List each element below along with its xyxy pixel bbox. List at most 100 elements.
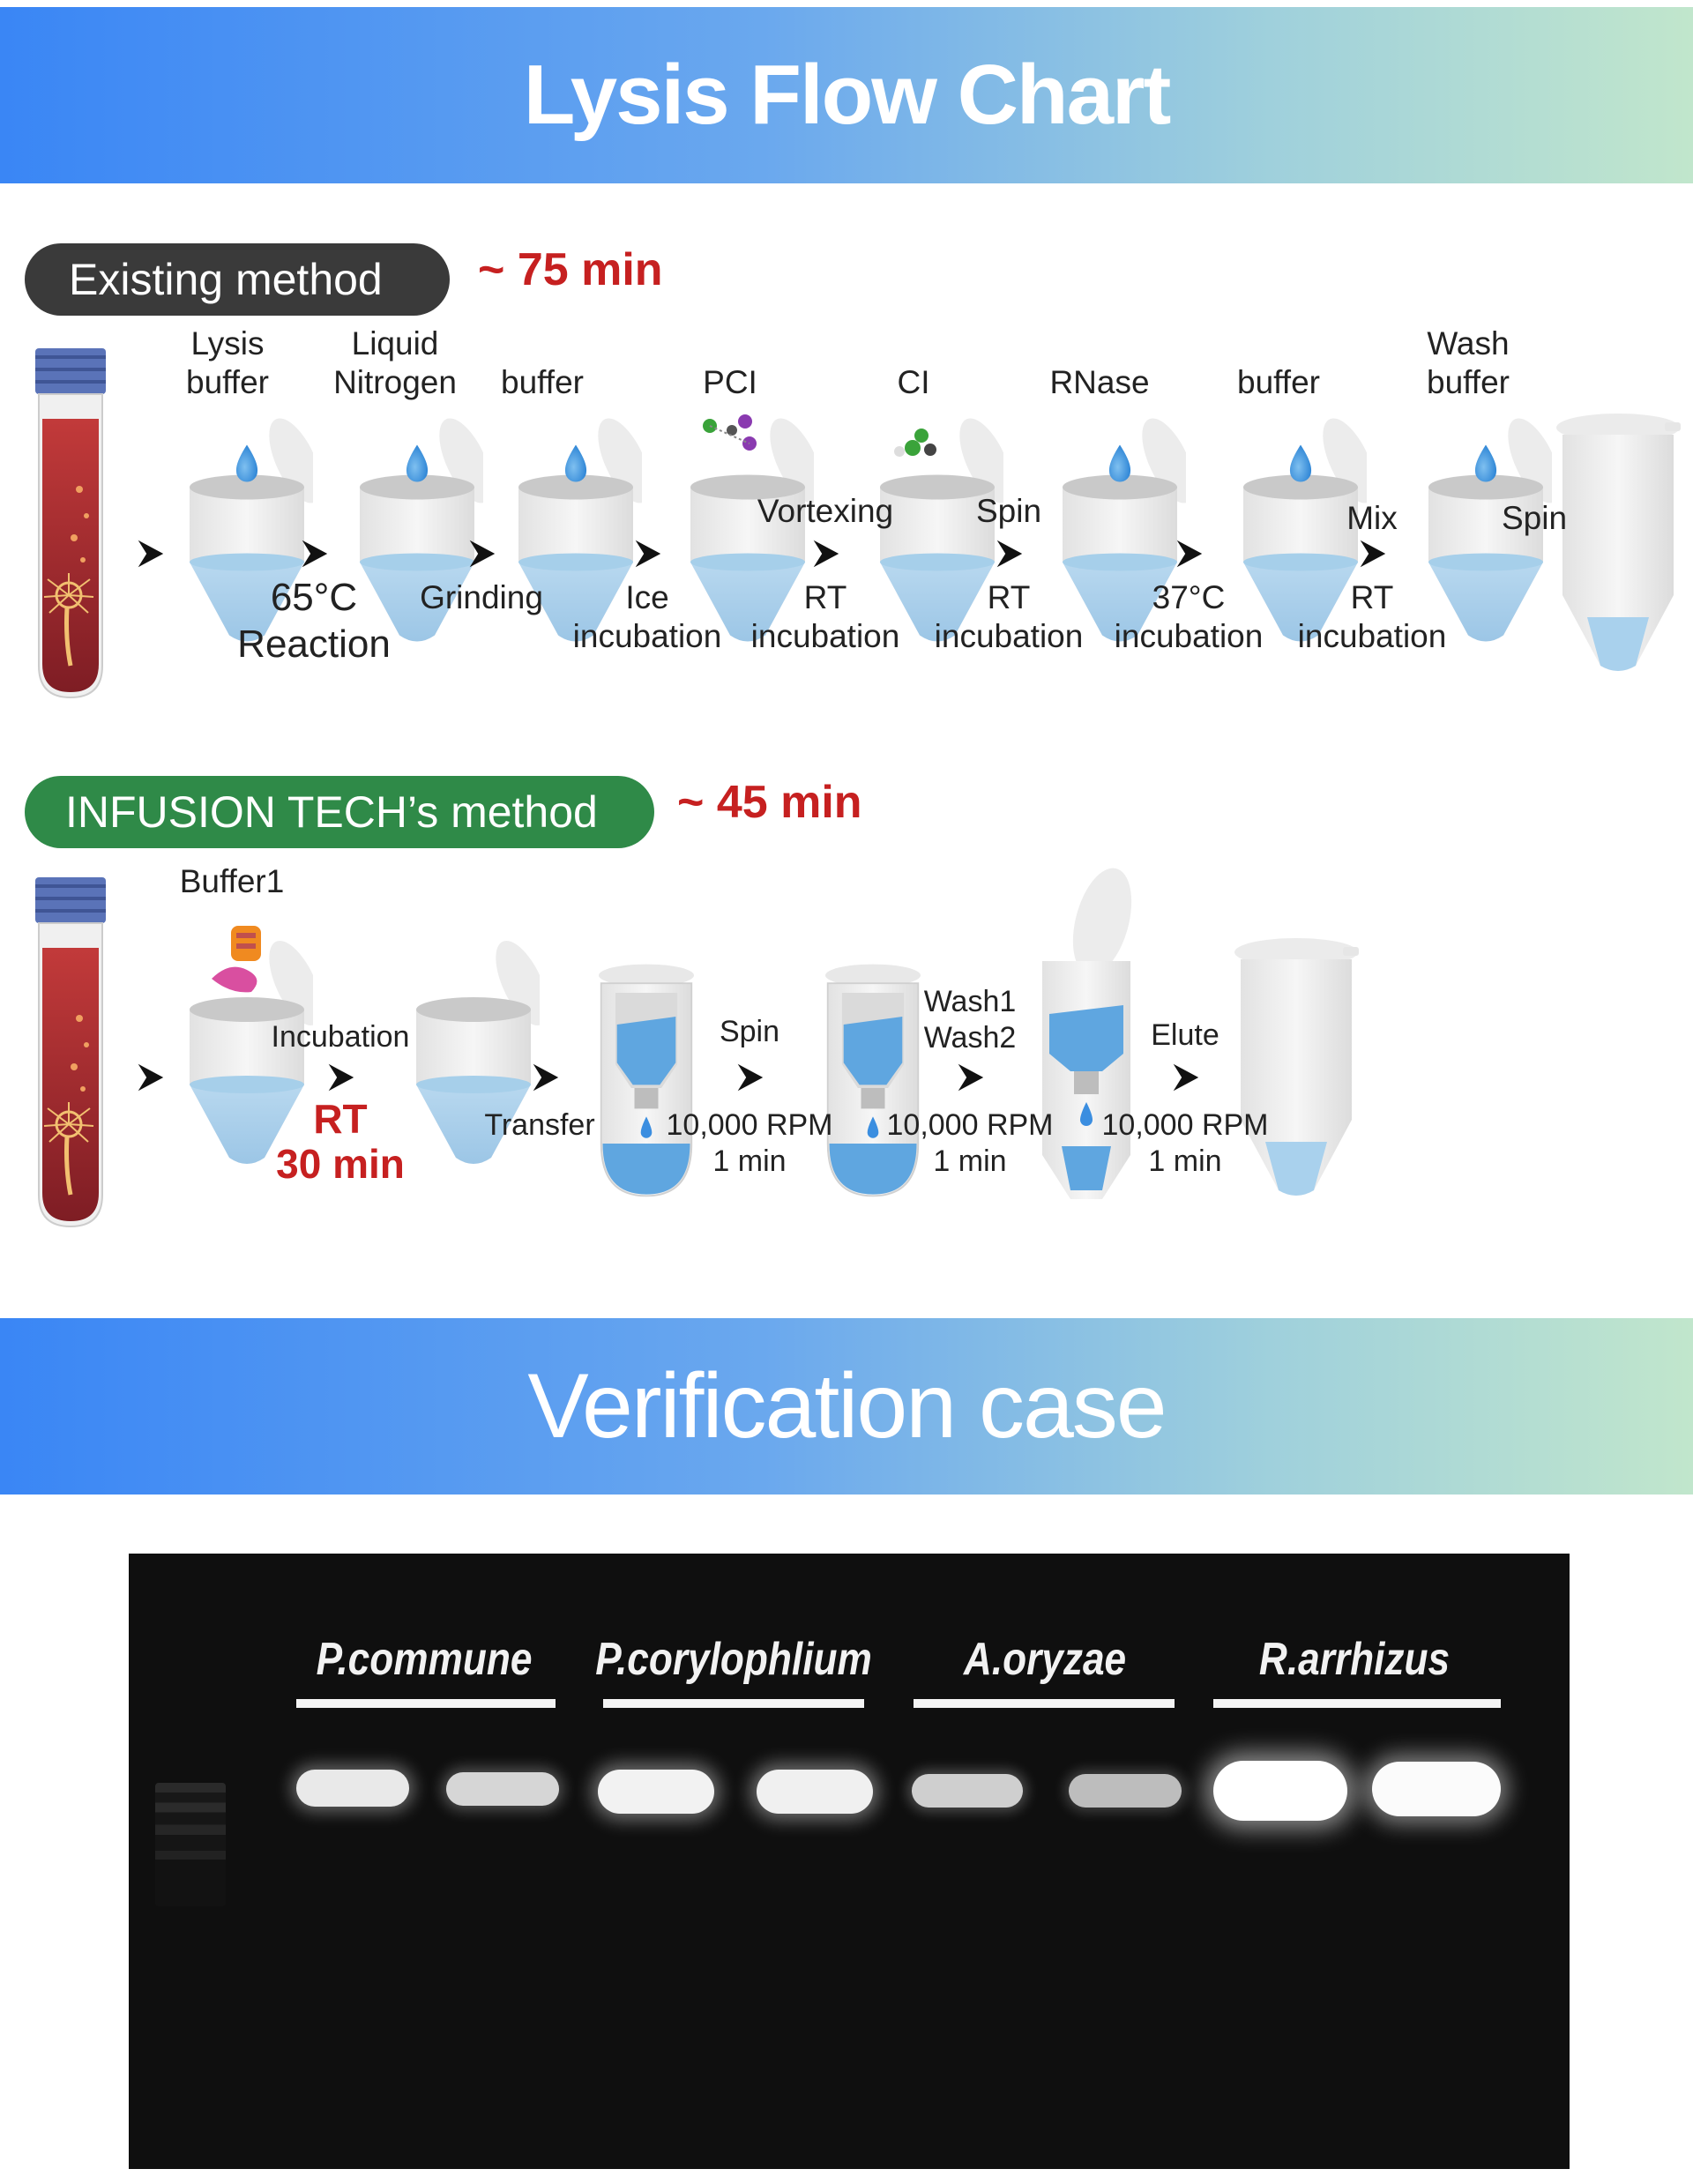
arrow-icon	[1172, 537, 1205, 570]
step-rt-incubation: RT incubation	[751, 578, 900, 657]
reagent-pci: PCI	[703, 364, 757, 400]
step-line: 10,000 RPM	[886, 1108, 1054, 1142]
step-spin: Spin	[1501, 500, 1568, 536]
step-grinding: Grinding	[420, 579, 543, 615]
ladder-lane	[155, 1783, 226, 1906]
arrow-icon	[733, 1061, 766, 1094]
arrow-icon	[297, 537, 331, 570]
step-elute: Elute	[1151, 1018, 1219, 1052]
reagent-liquid-nitrogen: Liquid Nitrogen	[333, 324, 457, 403]
step-line: Ice	[625, 579, 669, 615]
arrow-icon	[528, 1061, 562, 1094]
reagent-line: Nitrogen	[333, 364, 457, 401]
title-banner: Lysis Flow Chart	[0, 7, 1693, 183]
page-title: Lysis Flow Chart	[523, 48, 1172, 142]
sample-label: P.commune	[316, 1634, 533, 1685]
existing-method-label: Existing method	[25, 243, 450, 316]
dna-band	[912, 1774, 1023, 1808]
sample-label: A.oryzae	[963, 1634, 1127, 1685]
step-line: incubation	[1114, 618, 1264, 655]
step-line: incubation	[750, 618, 900, 655]
arrow-icon	[953, 1061, 987, 1094]
step-line: RT	[313, 1096, 368, 1142]
reagent-line: Lysis	[190, 325, 265, 362]
dna-band	[598, 1770, 714, 1814]
reagent-line: buffer	[1427, 364, 1510, 401]
verification-banner: Verification case	[0, 1318, 1693, 1495]
reagent-wash-buffer: Wash buffer	[1427, 324, 1510, 403]
arrow-icon	[1355, 537, 1389, 570]
sample-underline	[1213, 1699, 1501, 1708]
step-line: incubation	[934, 618, 1084, 655]
gel-electrophoresis-image: P.commune P.corylophlium A.oryzae R.arrh…	[129, 1554, 1570, 2169]
arrow-icon	[992, 537, 1025, 570]
arrow-icon	[133, 1061, 167, 1094]
step-spin: Spin	[719, 1015, 780, 1048]
sample-underline	[603, 1699, 864, 1708]
step-line: 1 min	[933, 1144, 1007, 1178]
dna-band	[1069, 1774, 1182, 1808]
ci-molecule-icon	[894, 429, 936, 457]
reagent-line: Wash	[1427, 325, 1510, 362]
step-transfer: Transfer	[484, 1108, 595, 1142]
reagent-line: Liquid	[351, 325, 439, 362]
arrow-icon	[133, 537, 167, 570]
step-vortexing: Vortexing	[757, 493, 894, 529]
reagent-line: buffer	[186, 364, 269, 401]
step-mix: Mix	[1346, 500, 1398, 536]
verification-title: Verification case	[527, 1354, 1167, 1457]
step-ice-incubation: Ice incubation	[573, 578, 722, 657]
step-line: Wash2	[923, 1020, 1017, 1055]
step-spin-rpm: 10,000 RPM 1 min	[667, 1107, 833, 1180]
step-spin: Spin	[975, 493, 1042, 529]
step-line: RT	[803, 579, 847, 615]
arrow-icon	[630, 537, 664, 570]
dna-band	[446, 1772, 559, 1806]
step-line: incubation	[1297, 618, 1447, 655]
sample-underline	[296, 1699, 556, 1708]
step-line: 65°C	[270, 576, 358, 619]
dna-band	[1372, 1762, 1501, 1816]
step-wash: Wash1 Wash2	[924, 984, 1017, 1056]
dna-band	[757, 1770, 873, 1814]
step-37c-incubation: 37°C incubation	[1115, 578, 1264, 657]
infusion-method-label: INFUSION TECH’s method	[25, 776, 654, 848]
step-wash-rpm: 10,000 RPM 1 min	[887, 1107, 1054, 1180]
sample-label: R.arrhizus	[1258, 1634, 1451, 1685]
step-line: 1 min	[712, 1144, 787, 1178]
arrow-icon	[1168, 1061, 1202, 1094]
step-line: RT	[1350, 579, 1394, 615]
enzyme-icon	[212, 926, 261, 993]
elute-column-icon	[1042, 868, 1132, 1199]
dna-band	[1213, 1761, 1347, 1821]
sample-label: P.corylophlium	[595, 1634, 872, 1685]
step-rt-incubation: RT incubation	[935, 578, 1084, 657]
arrow-icon	[809, 537, 842, 570]
step-rt-30min: RT 30 min	[276, 1097, 405, 1186]
step-incubation: Incubation	[271, 1020, 410, 1054]
step-rt-incubation: RT incubation	[1298, 578, 1447, 657]
existing-method-time: ~ 75 min	[478, 244, 663, 295]
reagent-buffer: buffer	[1237, 364, 1320, 400]
step-line: incubation	[572, 618, 722, 655]
step-elute-rpm: 10,000 RPM 1 min	[1102, 1107, 1269, 1180]
step-line: 1 min	[1148, 1144, 1222, 1178]
reagent-lysis-buffer: Lysis buffer	[186, 324, 269, 403]
step-line: 10,000 RPM	[666, 1108, 833, 1142]
reagent-ci: CI	[897, 364, 930, 400]
step-line: 10,000 RPM	[1101, 1108, 1269, 1142]
reagent-buffer: buffer	[501, 364, 584, 400]
reagent-rnase: RNase	[1049, 364, 1150, 400]
step-line: 37°C	[1152, 579, 1226, 615]
step-line: Reaction	[237, 622, 391, 666]
step-line: RT	[987, 579, 1031, 615]
flow-illustrations	[0, 0, 1681, 1318]
step-line: 30 min	[276, 1140, 405, 1187]
reagent-buffer1: Buffer1	[179, 863, 285, 899]
dna-band	[296, 1770, 409, 1807]
step-65c-reaction: 65°C Reaction	[237, 575, 391, 668]
pci-molecule-icon	[703, 414, 757, 451]
arrow-icon	[324, 1061, 357, 1094]
sample-underline	[914, 1699, 1175, 1708]
infusion-method-time: ~ 45 min	[677, 777, 862, 828]
